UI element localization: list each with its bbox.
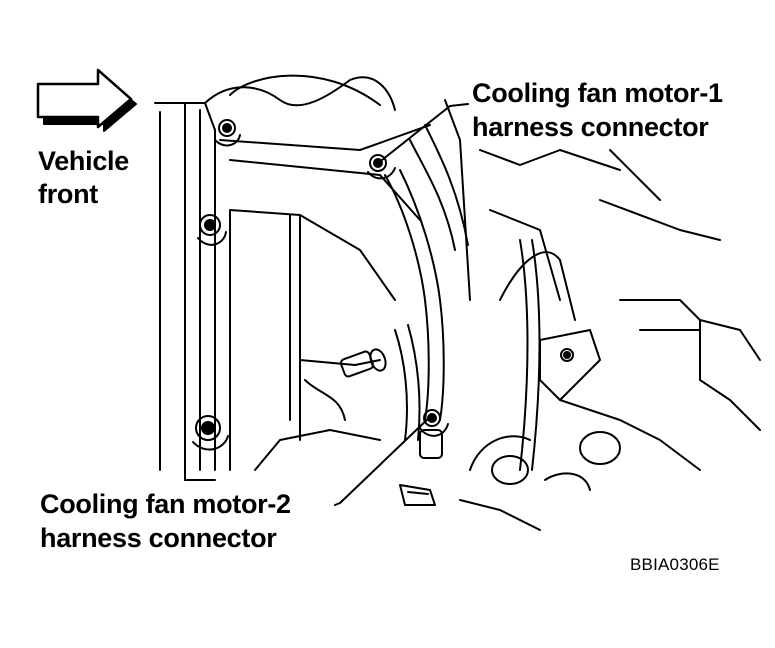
leader-line-fan-motor-2 [334,414,433,506]
fan-motor-2-connector [419,409,449,459]
radiator-frame [154,74,431,481]
vehicle-front-line1: Vehicle [38,146,129,176]
right-arrow-icon [36,68,137,132]
mounting-bolt [197,214,227,246]
figure-reference-code: BBIA0306E [630,555,720,574]
right-side-components [444,99,761,531]
mounting-bolt [192,415,229,451]
vehicle-front-label: Vehicle front [38,148,129,208]
fan-motor-1-label-line1: Cooling fan motor-1 [472,78,723,108]
fan-motor-1-label: Cooling fan motor-1 harness connector [472,80,723,141]
fan-motor-1-connector [367,154,396,180]
fan-motor-2-label-line1: Cooling fan motor-2 [40,489,291,519]
fan-motor-2-label: Cooling fan motor-2 harness connector [40,491,291,552]
harness-clip [399,484,436,506]
leader-line-fan-motor-1 [381,103,469,161]
fan-motor-1-label-line2: harness connector [472,112,709,142]
mounting-bolt [214,119,241,147]
fan-shroud [229,159,421,471]
fan-motor-2-label-line2: harness connector [40,523,277,553]
vehicle-front-line2: front [38,179,98,209]
wiring-harness [384,124,469,441]
